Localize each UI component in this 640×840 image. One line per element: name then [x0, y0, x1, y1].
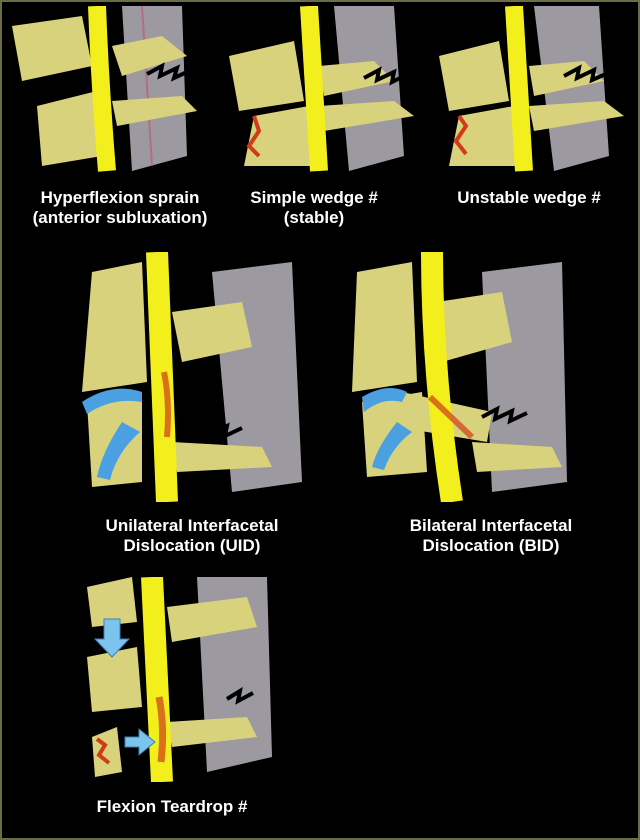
cord-contusion [427, 394, 475, 440]
zigzag-tear [196, 420, 243, 440]
caption-unstable-wedge: Unstable wedge # [457, 188, 601, 208]
caption-simple-wedge: Simple wedge # (stable) [250, 188, 378, 228]
flexion-teardrop-illustration [87, 577, 272, 782]
figure-bid [342, 252, 582, 502]
caption-hyperflexion-sprain: Hyperflexion sprain (anterior subluxatio… [33, 188, 208, 228]
zigzag-tear [363, 66, 405, 86]
down-arrow-icon [93, 618, 131, 658]
figure-uid [72, 252, 322, 502]
figure-simple-wedge [224, 6, 424, 174]
caption-bid: Bilateral Interfacetal Dislocation (BID) [410, 516, 573, 556]
caption-line-2: Dislocation (UID) [123, 536, 261, 555]
caption-line-1: Unstable wedge # [457, 188, 601, 207]
caption-line-1: Unilateral Interfacetal [105, 516, 279, 535]
caption-line-1: Flexion Teardrop # [96, 797, 248, 816]
hyperflexion-sprain-illustration [12, 6, 197, 172]
wedge-fracture [453, 114, 469, 156]
caption-line-2: Dislocation (BID) [422, 536, 560, 555]
caption-flexion-teardrop: Flexion Teardrop # [97, 797, 248, 817]
caption-line-1: Hyperflexion sprain [40, 188, 200, 207]
right-arrow-icon [124, 727, 156, 757]
unstable-wedge-illustration [439, 6, 624, 172]
zigzag-tear [481, 405, 528, 425]
cord-contusion [155, 696, 167, 763]
uid-illustration [82, 252, 302, 502]
figure-hyperflexion-sprain [12, 6, 222, 174]
cord-contusion [161, 371, 171, 438]
caption-line-1: Bilateral Interfacetal [409, 516, 573, 535]
caption-line-2: (anterior subluxation) [32, 208, 208, 227]
zigzag-tear [225, 686, 254, 705]
caption-line-2: (stable) [283, 208, 345, 227]
figure-flexion-teardrop [77, 577, 277, 782]
zigzag-tear [563, 64, 607, 84]
simple-wedge-illustration [229, 6, 414, 172]
bid-illustration [352, 252, 567, 502]
figure-unstable-wedge [434, 6, 634, 174]
wedge-fracture [246, 115, 262, 158]
teardrop-fracture [95, 737, 111, 765]
caption-line-1: Simple wedge # [250, 188, 378, 207]
zigzag-tear [146, 62, 188, 82]
caption-uid: Unilateral Interfacetal Dislocation (UID… [106, 516, 279, 556]
